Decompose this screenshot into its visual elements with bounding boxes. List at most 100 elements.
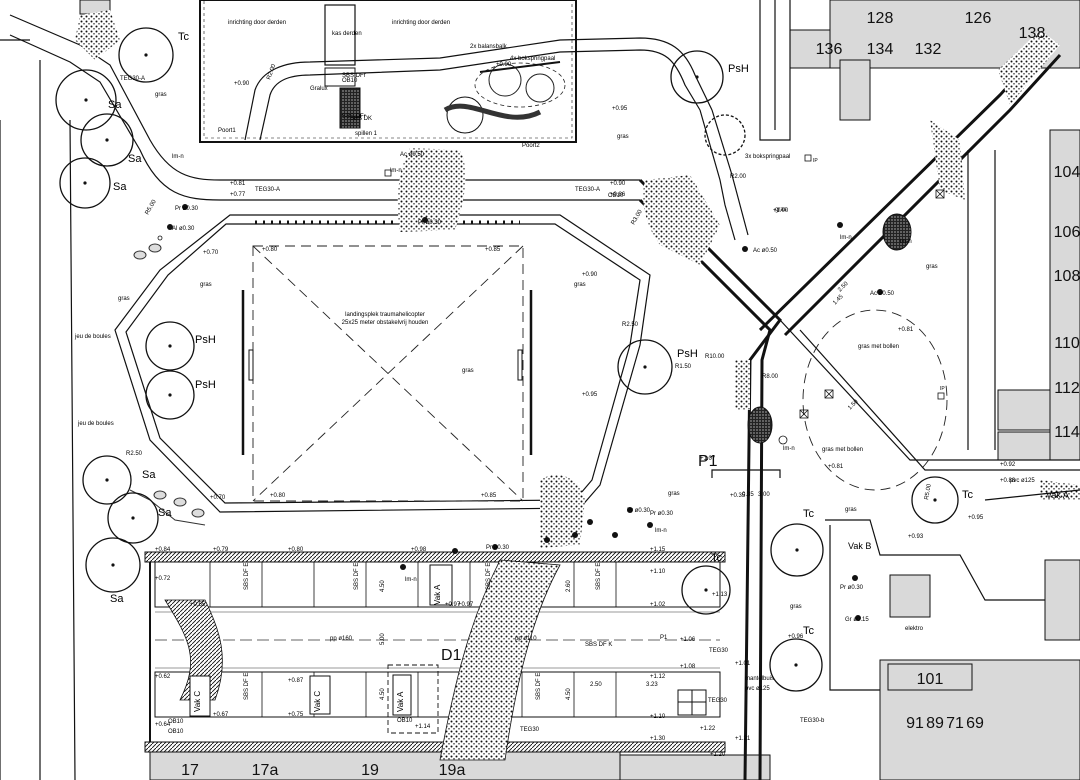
marker-p1-small: P1	[660, 635, 668, 641]
house-number-71: 71	[946, 715, 964, 732]
tree-spec-al: Al ø0.30	[172, 226, 195, 232]
radius-3: R2.50	[622, 322, 639, 328]
label-gras-far-west: gras	[118, 296, 130, 302]
pipe-label-3: pvc ø125	[745, 686, 770, 692]
level-29: +1.07	[700, 456, 716, 462]
label-gras-helipad: gras	[462, 368, 474, 374]
house-number-134: 134	[867, 41, 894, 58]
label-gras-west: gras	[200, 282, 212, 288]
level-13: +0.80	[270, 493, 286, 499]
house-number-106: 106	[1054, 224, 1080, 241]
misc-sbs-dfr: SBS DFr	[342, 114, 366, 120]
dim-2: 4.50	[380, 688, 386, 700]
level-1: +0.90	[234, 81, 250, 87]
label-gras-road: gras	[775, 207, 787, 213]
level-4: +0.77	[230, 192, 246, 198]
label-teg30b: TEG30-b	[800, 718, 825, 724]
level-22: +1.02	[650, 602, 666, 608]
level-37: +0.81	[898, 327, 914, 333]
dim-12: 0.35	[742, 492, 754, 498]
label-gras-met-bollen-1: gras met bollen	[858, 344, 899, 350]
helipad-label: landingsplek traumahelicopter	[345, 312, 425, 318]
paving-labels: TEG30-A TEG30-A TEG30-A TEG30 TEG30 TEG3…	[120, 73, 825, 733]
house-number-126: 126	[965, 10, 992, 27]
radius-4: R10.00	[705, 354, 725, 360]
label-ob10-4: OB10	[397, 718, 413, 724]
label-teg30a-3: TEG30-A	[120, 76, 145, 82]
house-number-89: 89	[926, 715, 944, 732]
level-41: +0.95	[968, 515, 984, 521]
house-number-91: 91	[906, 715, 924, 732]
marker-vak-b: Vak B	[848, 541, 871, 551]
level-23: +1.06	[680, 637, 696, 643]
label-ob10-3: OB10	[168, 719, 184, 725]
level-25: +1.12	[650, 674, 666, 680]
label-gralux: Gralux	[310, 86, 328, 92]
level-2: +0.95	[612, 106, 628, 112]
tree-spec-pr-2: Pr ø0.30	[418, 220, 442, 226]
house-number-108: 108	[1054, 268, 1080, 285]
tree-code-psh-2: PsH	[195, 334, 216, 346]
marker-ip-2: IP	[940, 386, 945, 392]
tree-spec-lmn-7: lm-n	[900, 239, 912, 245]
level-15: +0.70	[210, 495, 226, 501]
level-46: +0.62	[155, 674, 171, 680]
tree-code-tc-2: Tc	[711, 552, 723, 564]
dim-4: 4.50	[566, 688, 572, 700]
tree-code-psh-1: PsH	[728, 63, 749, 75]
house-number-101: 101	[917, 671, 944, 688]
tree-spec-pr-1: Pr ø0.30	[175, 206, 199, 212]
label-sbs-dk: SBS DK	[350, 116, 372, 122]
marker-d1: D1	[441, 647, 462, 664]
level-36: +1.00	[773, 208, 789, 214]
level-34: +0.75	[288, 712, 304, 718]
level-49: +1.20	[710, 752, 726, 758]
area-labels: landingsplek traumahelicopter 25x25 mete…	[74, 20, 938, 682]
tree-spec-ac-1: Ac ø0.50	[753, 248, 778, 254]
label-poort1: Poort1	[218, 128, 236, 134]
label-sbs-df-e-5: SBS DF E	[244, 673, 250, 700]
level-26: +1.10	[650, 714, 666, 720]
label-sbs-df-e-6: SBS DF E	[536, 673, 542, 700]
label-sbs-dfr: SBS DFr	[342, 73, 366, 79]
level-labels: +0.90 +0.95 +0.81 +0.77 +0.90 +0.86 +0.7…	[155, 62, 1016, 758]
trees	[55, 27, 959, 692]
house-number-17a: 17a	[252, 762, 279, 779]
level-27: +1.13	[712, 592, 728, 598]
tree-codes: Tc Sa Sa Sa PsH PsH PsH PsH Sa Sa Sa Tc …	[108, 31, 974, 637]
label-gras-south: gras	[668, 491, 680, 497]
tree-code-sa-4: Sa	[142, 469, 156, 481]
radius-6: R1.50	[675, 364, 692, 370]
tree-spec-lmn-5: lm-n	[840, 235, 852, 241]
label-kas-derden: kas derden	[332, 31, 362, 37]
label-jeu-de-boules-2: jeu de boules	[77, 421, 114, 427]
marker-p1: P1	[698, 453, 718, 470]
pipe-label-1: pp ø160	[330, 636, 353, 642]
tree-code-tc-4: Tc	[803, 625, 815, 637]
dim-11: 2.60	[566, 580, 572, 592]
level-7: +0.70	[203, 250, 219, 256]
label-teg30-2: TEG30	[708, 698, 728, 704]
house-number-132: 132	[915, 41, 942, 58]
radius-7: R2.50	[126, 451, 143, 457]
dim-3: 5.00	[380, 633, 386, 645]
label-jeu-de-boules-1: jeu de boules	[74, 334, 111, 340]
level-11: +0.95	[582, 392, 598, 398]
pipe-labels: pp ø160 pp ø110 pvc ø125 pvc ø125	[330, 478, 1035, 692]
tree-spec-ac-2: Ac ø0.50	[870, 291, 895, 297]
radius-10: R3.00	[631, 209, 645, 226]
tree-code-sa-6: Sa	[110, 593, 124, 605]
label-ob10-2: OB10	[342, 78, 358, 84]
level-47: +0.67	[213, 712, 229, 718]
dim-8: 3.00	[758, 492, 770, 498]
tree-spec-ac-3: Ac ø0.50	[400, 152, 425, 158]
level-9: +0.85	[485, 247, 501, 253]
tree-spec-gr: Gr ø0.15	[845, 617, 869, 623]
tree-spec-lmn-1: lm-n	[172, 154, 184, 160]
tree-spec-lmn-2: lm-n	[390, 168, 402, 174]
level-42: +0.96	[788, 634, 804, 640]
level-48: +0.64	[155, 722, 171, 728]
house-number-19: 19	[361, 762, 379, 779]
marker-ip-1: IP	[813, 158, 818, 164]
